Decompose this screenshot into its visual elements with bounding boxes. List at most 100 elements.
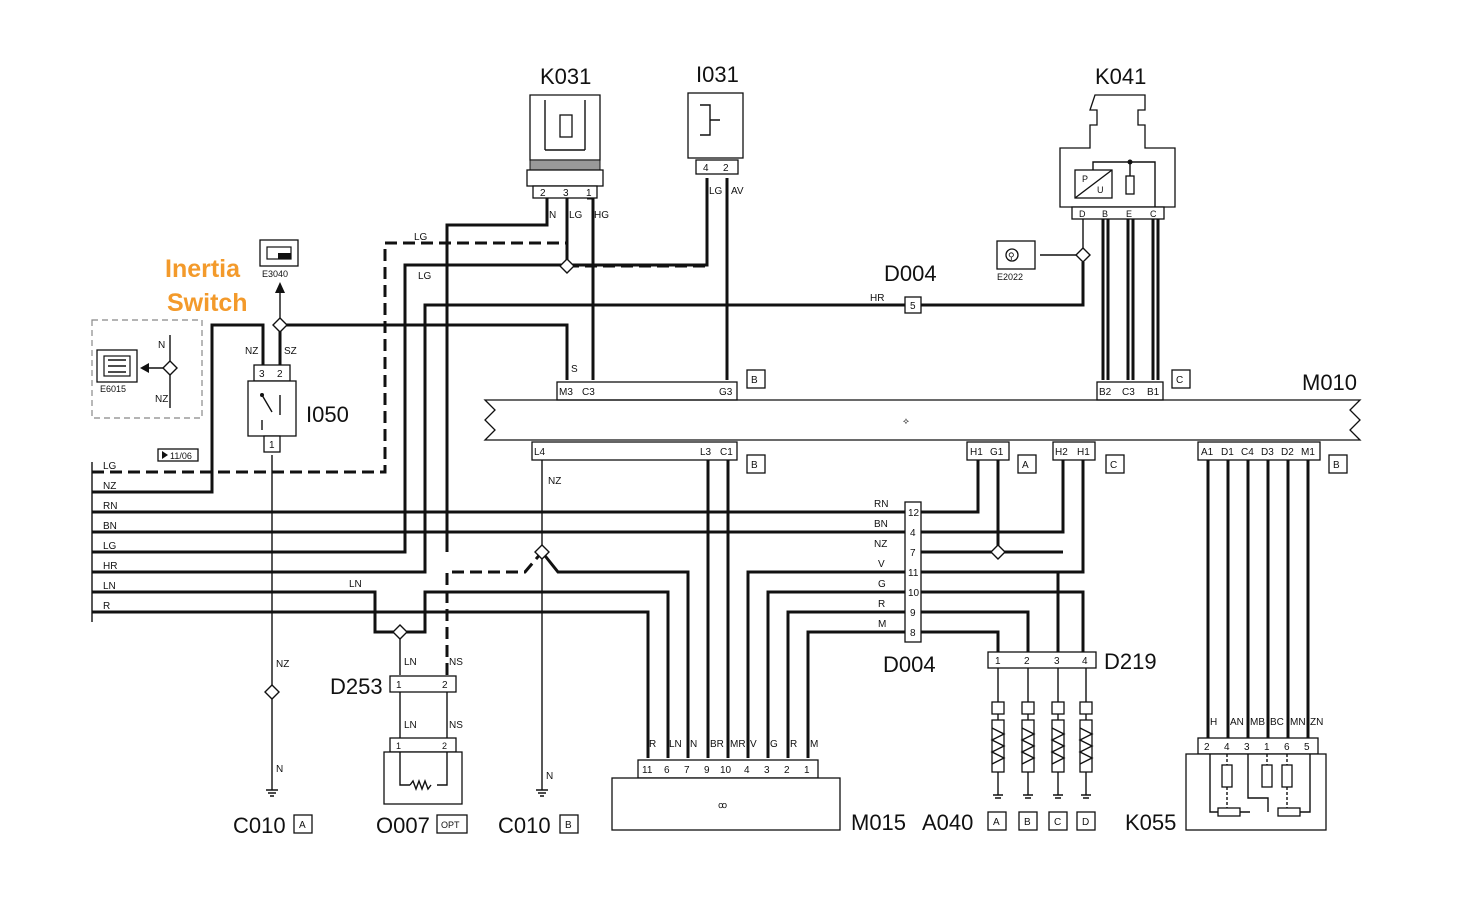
o007-component: 1 2 O007 OPT: [376, 737, 468, 838]
svg-text:7: 7: [910, 548, 916, 559]
k041-component: K041 P U D B E C: [1059, 64, 1176, 220]
wire-sz: [278, 323, 569, 380]
svg-text:10: 10: [720, 765, 732, 776]
svg-text:2: 2: [784, 765, 790, 776]
svg-text:C: C: [1054, 817, 1061, 828]
wire-ln: [92, 590, 670, 758]
svg-text:R: R: [878, 599, 885, 610]
svg-text:HG: HG: [594, 210, 609, 221]
svg-text:NS: NS: [449, 657, 463, 668]
left-wire-label: BN: [103, 521, 117, 532]
svg-text:B: B: [1102, 209, 1108, 219]
wire-m015-m: [806, 630, 1000, 758]
svg-text:A: A: [1022, 460, 1029, 471]
svg-text:C010: C010: [498, 813, 551, 838]
svg-text:3: 3: [259, 369, 265, 380]
svg-text:1: 1: [804, 765, 810, 776]
svg-text:S: S: [571, 364, 578, 375]
svg-text:5: 5: [1304, 742, 1310, 753]
svg-text:N: N: [546, 771, 553, 782]
svg-text:NS: NS: [449, 720, 463, 731]
e2022-component: ⚲ E2022: [996, 240, 1036, 282]
svg-text:AV: AV: [731, 186, 744, 197]
svg-text:V: V: [750, 739, 757, 750]
svg-text:SZ: SZ: [284, 346, 297, 357]
left-wire-bundle: LG NZ RN BN LG HR LN R: [91, 461, 117, 622]
svg-text:H1: H1: [970, 447, 983, 458]
svg-text:H: H: [1210, 717, 1217, 728]
svg-text:OPT: OPT: [441, 820, 460, 830]
svg-text:D: D: [1082, 817, 1089, 828]
svg-text:11: 11: [642, 765, 653, 776]
svg-text:11/06: 11/06: [170, 451, 192, 461]
svg-text:G: G: [770, 739, 778, 750]
svg-text:U: U: [1097, 185, 1104, 195]
svg-text:A: A: [299, 820, 306, 831]
svg-text:M1: M1: [1301, 447, 1315, 458]
splice-node: [392, 624, 408, 640]
svg-text:D253: D253: [330, 674, 383, 699]
wire-label-lg: LG: [414, 232, 428, 243]
svg-text:E2022: E2022: [997, 272, 1023, 282]
c010b-ground: N C010 B: [498, 771, 579, 838]
svg-text:MN: MN: [1290, 717, 1306, 728]
svg-text:D1: D1: [1221, 447, 1234, 458]
svg-text:BR: BR: [710, 739, 724, 750]
splice-node: [534, 544, 550, 560]
svg-text:C: C: [1150, 209, 1157, 219]
svg-text:3: 3: [1244, 742, 1250, 753]
svg-text:N: N: [549, 210, 556, 221]
svg-text:D2: D2: [1281, 447, 1294, 458]
svg-text:P: P: [1082, 174, 1088, 184]
svg-text:L4: L4: [534, 447, 546, 458]
svg-text:10: 10: [908, 588, 920, 599]
svg-text:NZ: NZ: [548, 476, 561, 487]
svg-text:A: A: [993, 817, 1000, 828]
svg-text:C3: C3: [1122, 387, 1135, 398]
inertia-switch-label: Switch: [167, 289, 248, 317]
splice-node: [990, 544, 1006, 560]
svg-text:H2: H2: [1055, 447, 1068, 458]
svg-text:ꝏ: ꝏ: [718, 800, 727, 810]
svg-text:M015: M015: [851, 810, 906, 835]
svg-text:E3040: E3040: [262, 269, 288, 279]
svg-text:LN: LN: [669, 739, 682, 750]
svg-text:MR: MR: [730, 739, 746, 750]
splice-node: [264, 684, 280, 700]
wire-rn: [92, 460, 980, 514]
svg-text:R: R: [790, 739, 797, 750]
m010-module: M010 ⟡ M3 C3 G3 B S B2 C3 B1 C L4 L3 C1 …: [483, 364, 1362, 487]
wire-k031-n: [445, 198, 549, 552]
svg-text:4: 4: [1082, 656, 1088, 667]
wire-nz-inertia: [92, 323, 265, 494]
left-wire-label: R: [103, 601, 110, 612]
svg-text:C010: C010: [233, 813, 286, 838]
svg-text:3: 3: [1054, 656, 1060, 667]
wire-label-lg: LG: [418, 271, 432, 282]
svg-text:6: 6: [1284, 742, 1290, 753]
svg-text:K041: K041: [1095, 64, 1146, 89]
svg-text:C: C: [1110, 460, 1117, 471]
svg-text:E: E: [1126, 209, 1132, 219]
inertia-switch-label: Inertia: [165, 255, 241, 283]
d004-top-connector: D004 5 HR: [870, 261, 937, 314]
page-reference: 11/06: [157, 448, 199, 462]
wire-hr: [92, 303, 905, 574]
e6015-component: E6015 N NZ: [91, 319, 203, 419]
svg-text:1: 1: [396, 680, 402, 691]
wire-lg-i031: [92, 178, 709, 554]
svg-text:HR: HR: [870, 293, 884, 304]
arrow-up-icon: [275, 282, 285, 293]
m010-symbol-icon: ⟡: [903, 416, 909, 426]
svg-text:BC: BC: [1270, 717, 1284, 728]
wire-label-ln: LN: [349, 579, 362, 590]
splice-node: [272, 317, 288, 333]
wire-m015-n: [540, 551, 690, 758]
svg-text:9: 9: [910, 608, 916, 619]
svg-text:R: R: [649, 739, 656, 750]
svg-text:C1: C1: [720, 447, 733, 458]
svg-text:1: 1: [396, 741, 401, 751]
svg-text:2: 2: [277, 369, 283, 380]
svg-text:BN: BN: [874, 519, 888, 530]
